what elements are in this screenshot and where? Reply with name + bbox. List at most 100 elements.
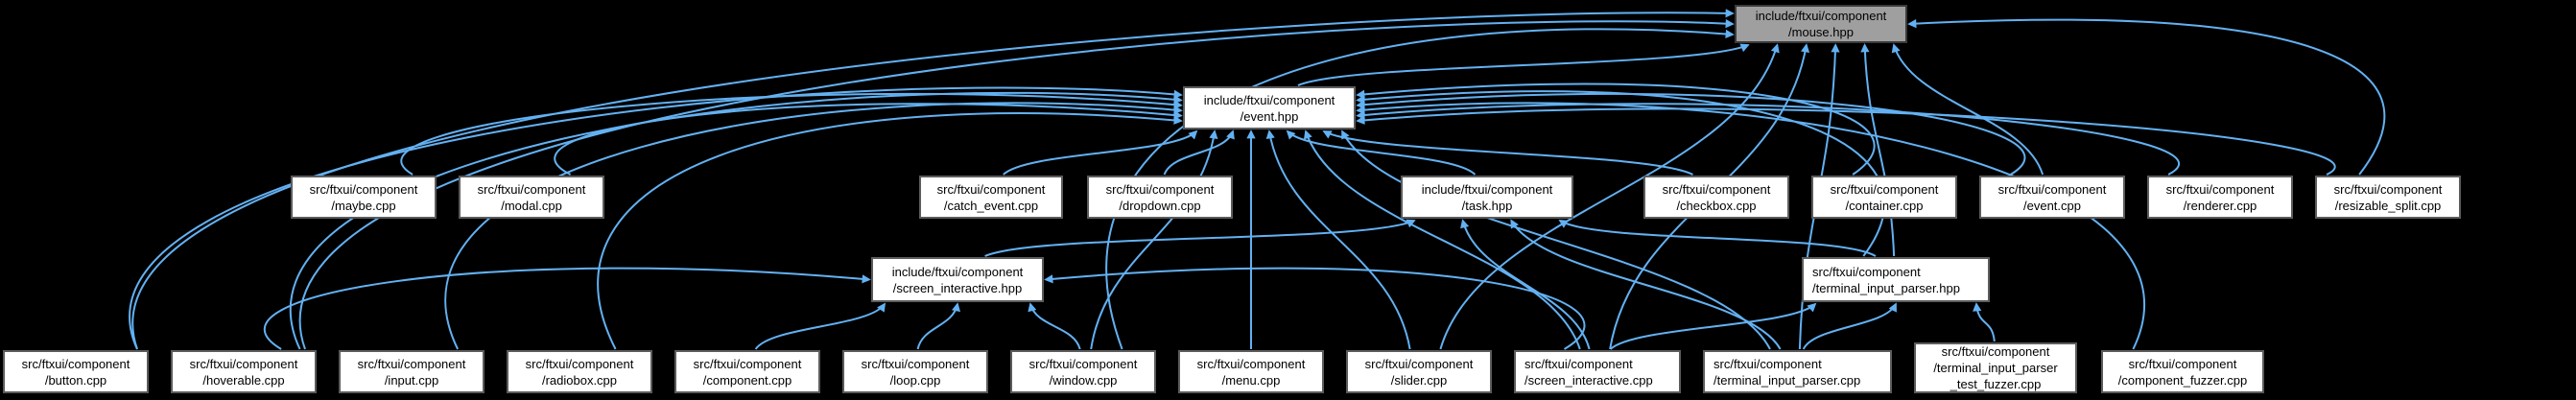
node-label-line: /terminal_input_parser.cpp (1713, 372, 1861, 388)
edge-slider-cpp-to-event-hpp (1265, 129, 1411, 350)
node-label-line: src/ftxui/component (1941, 344, 2050, 359)
node-label-line: include/ftxui/component (1203, 92, 1335, 107)
node-label-line: src/ftxui/component (525, 356, 634, 371)
edge-terminal-input-parser-cpp-to-event-hpp (1341, 129, 1771, 350)
edge-task-hpp-to-event-hpp (1286, 129, 1477, 176)
node-label-line: include/ftxui/component (1421, 181, 1553, 197)
node-loop-cpp[interactable]: src/ftxui/component/loop.cpp (842, 350, 988, 393)
node-label-line: src/ftxui/component (2333, 181, 2443, 197)
node-label-line: /component_fuzzer.cpp (2117, 372, 2248, 388)
node-label-line: /event.cpp (2023, 198, 2081, 213)
node-label-line: /menu.cpp (1221, 372, 1281, 388)
node-checkbox-cpp[interactable]: src/ftxui/component/checkbox.cpp (1643, 176, 1789, 219)
node-component-cpp[interactable]: src/ftxui/component/component.cpp (674, 350, 820, 393)
edge-event-hpp-to-mouse-hpp (1297, 43, 1750, 86)
node-label-line: src/ftxui/component (477, 181, 586, 197)
edge-terminal-input-parser-cpp-to-terminal-input-parser-hpp (1802, 302, 1897, 350)
node-label-line: src/ftxui/component (21, 356, 130, 371)
edge-input-cpp-to-event-hpp (444, 102, 1183, 350)
node-event-hpp[interactable]: include/ftxui/component/event.hpp (1183, 86, 1356, 129)
node-renderer-cpp[interactable]: src/ftxui/component/renderer.cpp (2147, 176, 2293, 219)
edge-terminal-input-parser-hpp-to-mouse-hpp (1860, 43, 1896, 257)
node-button-cpp[interactable]: src/ftxui/component/button.cpp (3, 350, 149, 393)
edge-screen-interactive-cpp-to-screen-interactive-hpp (1044, 267, 1586, 350)
node-label-line: /loop.cpp (889, 372, 941, 388)
edge-button-cpp-to-event-hpp (129, 86, 1183, 350)
node-label-line: src/ftxui/component (1364, 356, 1474, 371)
node-catch-event-cpp[interactable]: src/ftxui/component/catch_event.cpp (919, 176, 1063, 219)
node-radiobox-cpp[interactable]: src/ftxui/component/radiobox.cpp (507, 350, 652, 393)
node-label-line: src/ftxui/component (1028, 356, 1138, 371)
edge-terminal-input-parser-cpp-to-task-hpp (1510, 219, 1782, 350)
node-screen-interactive-cpp[interactable]: src/ftxui/component/screen_interactive.c… (1514, 350, 1681, 393)
node-label-line: src/ftxui/component (1662, 181, 1771, 197)
node-label-line: src/ftxui/component (1713, 356, 1822, 371)
node-label-line: src/ftxui/component (1524, 356, 1633, 371)
node-terminal-input-parser-test-fuzzer-cpp[interactable]: src/ftxui/component/terminal_input_parse… (1914, 342, 2077, 393)
node-resizable-split-cpp[interactable]: src/ftxui/component/resizable_split.cpp (2315, 176, 2461, 219)
edge-radiobox-cpp-to-event-hpp (597, 112, 1183, 350)
edge-terminal-input-parser-hpp-to-task-hpp (1558, 220, 1877, 257)
edge-window-cpp-to-screen-interactive-hpp (1028, 302, 1081, 350)
node-label-line: include/ftxui/component (1755, 9, 1887, 23)
edge-hoverable-cpp-to-mouse-hpp (298, 19, 1735, 350)
node-maybe-cpp[interactable]: src/ftxui/component/maybe.cpp (291, 176, 437, 219)
node-component-fuzzer-cpp[interactable]: src/ftxui/component/component_fuzzer.cpp (2101, 350, 2264, 393)
node-label-line: _test_fuzzer.cpp (1950, 377, 2042, 391)
node-label-line: src/ftxui/component (936, 181, 1046, 197)
node-task-hpp[interactable]: include/ftxui/component/task.hpp (1401, 176, 1573, 219)
node-label-line: /resizable_split.cpp (2334, 198, 2442, 213)
edge-button-cpp-to-mouse-hpp (131, 9, 1735, 350)
node-label-line: src/ftxui/component (1830, 181, 1939, 197)
node-screen-interactive-hpp[interactable]: include/ftxui/component/screen_interacti… (871, 257, 1044, 302)
node-label-line: /catch_event.cpp (943, 198, 1039, 213)
node-label-line: /mouse.hpp (1788, 25, 1854, 39)
edge-dropdown-cpp-to-event-hpp (1163, 129, 1235, 176)
node-dropdown-cpp[interactable]: src/ftxui/component/dropdown.cpp (1087, 176, 1233, 219)
node-label-line: /terminal_input_parser.hpp (1812, 280, 1960, 295)
edge-resizable-split-cpp-to-event-hpp (1356, 107, 2336, 176)
node-slider-cpp[interactable]: src/ftxui/component/slider.cpp (1346, 350, 1492, 393)
node-label-line: /task.hpp (1461, 198, 1513, 213)
edge-component-cpp-to-screen-interactive-hpp (754, 302, 886, 350)
node-label-line: src/ftxui/component (1812, 264, 1921, 279)
node-label-line: src/ftxui/component (2165, 181, 2275, 197)
node-event-cpp[interactable]: src/ftxui/component/event.cpp (1979, 176, 2125, 219)
node-label-line: /dropdown.cpp (1119, 198, 1201, 213)
node-label-line: src/ftxui/component (1105, 181, 1215, 197)
node-label-line: /hoverable.cpp (202, 372, 285, 388)
node-label-line: /event.hpp (1240, 108, 1299, 124)
node-label-line: /screen_interactive.cpp (1524, 372, 1653, 388)
node-label-line: /renderer.cpp (2183, 198, 2257, 213)
node-menu-cpp[interactable]: src/ftxui/component/menu.cpp (1178, 350, 1324, 393)
node-label-line: /input.cpp (384, 372, 439, 388)
edge-catch-event-cpp-to-event-hpp (1003, 129, 1198, 176)
node-label-line: src/ftxui/component (1997, 181, 2107, 197)
node-label-line: /window.cpp (1049, 372, 1118, 388)
node-label-line: /modal.cpp (501, 198, 562, 213)
edge-screen-interactive-cpp-to-task-hpp (1460, 219, 1591, 350)
node-label-line: src/ftxui/component (693, 356, 802, 371)
node-terminal-input-parser-hpp[interactable]: src/ftxui/component/terminal_input_parse… (1802, 257, 1990, 302)
edge-event-cpp-to-mouse-hpp (1891, 43, 2044, 176)
node-label-line: include/ftxui/component (891, 264, 1024, 279)
node-label-line: src/ftxui/component (2128, 356, 2237, 371)
edge-screen-interactive-cpp-to-event-hpp (1303, 129, 1581, 350)
node-label-line: /screen_interactive.hpp (892, 280, 1023, 295)
node-label-line: /component.cpp (702, 372, 792, 388)
node-modal-cpp[interactable]: src/ftxui/component/modal.cpp (459, 176, 604, 219)
edge-checkbox-cpp-to-event-hpp (1322, 130, 1693, 176)
node-label-line: /radiobox.cpp (541, 372, 618, 388)
edge-hoverable-cpp-to-event-hpp (290, 91, 1183, 350)
edge-hoverable-cpp-to-screen-interactive-hpp (263, 267, 871, 350)
node-container-cpp[interactable]: src/ftxui/component/container.cpp (1811, 176, 1957, 219)
edge-screen-interactive-hpp-to-task-hpp (984, 219, 1416, 257)
node-label-line: src/ftxui/component (309, 181, 418, 197)
node-hoverable-cpp[interactable]: src/ftxui/component/hoverable.cpp (171, 350, 317, 393)
node-input-cpp[interactable]: src/ftxui/component/input.cpp (339, 350, 484, 393)
node-window-cpp[interactable]: src/ftxui/component/window.cpp (1010, 350, 1156, 393)
edge-loop-cpp-to-screen-interactive-hpp (916, 302, 960, 350)
node-terminal-input-parser-cpp[interactable]: src/ftxui/component/terminal_input_parse… (1703, 350, 1892, 393)
edge-terminal-input-parser-test-fuzzer-cpp-to-terminal-input-parser-hpp (1973, 302, 1996, 342)
node-label-line: src/ftxui/component (1196, 356, 1306, 371)
